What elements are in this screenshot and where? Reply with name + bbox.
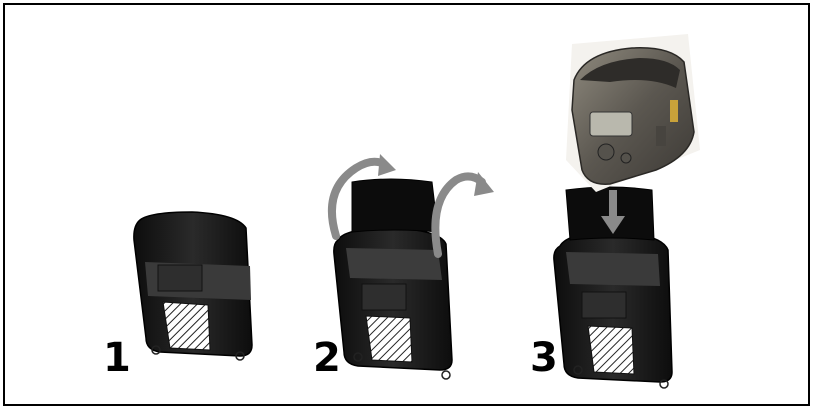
step-number-3: 3	[530, 338, 558, 378]
case-closed-step-1	[134, 212, 252, 360]
step-number-2: 2	[313, 338, 341, 378]
mobile-printer-image	[566, 34, 700, 192]
case-loading-step-3	[554, 187, 672, 388]
step-number-1: 1	[103, 338, 131, 378]
case-opening-step-2	[332, 154, 494, 379]
